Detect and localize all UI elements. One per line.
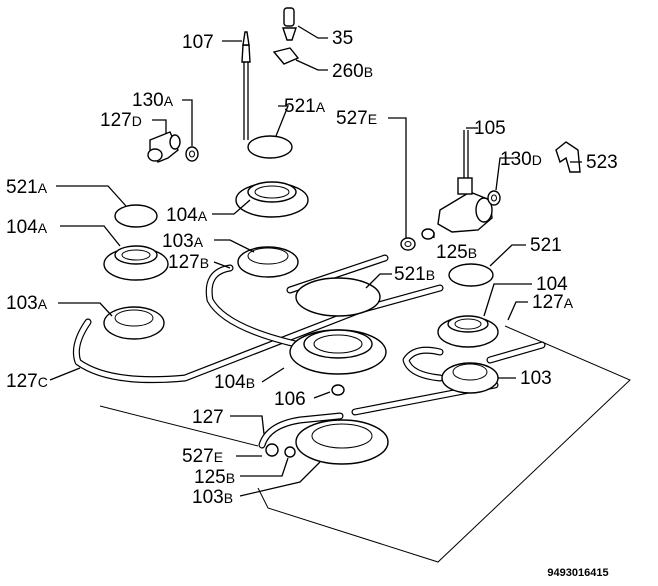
callout-521a-top: 521A [284, 96, 326, 117]
spark-plug-part [282, 7, 297, 41]
diagram-code: 9493016415 [547, 567, 608, 579]
callout-104: 104 [536, 274, 568, 295]
callout-125b-top: 125B [436, 242, 477, 263]
large-burner-body-part [295, 419, 389, 465]
nut-part-bottom [265, 443, 279, 457]
burner-cap-part-left [114, 204, 158, 228]
callout-104a-left: 104A [6, 217, 48, 238]
callout-523: 523 [586, 152, 618, 173]
callout-127d: 127D [100, 110, 142, 131]
callout-35: 35 [332, 28, 353, 49]
burner-cap-part [247, 135, 293, 159]
callout-130a: 130A [132, 90, 174, 111]
washer-part-right [487, 190, 501, 206]
burner-cap-part-right [448, 263, 494, 287]
callout-103a-left: 103A [6, 293, 48, 314]
callout-127: 127 [192, 407, 224, 428]
burner-crown-part [235, 181, 309, 218]
gas-valve-part [437, 130, 493, 233]
callout-106: 106 [274, 389, 306, 410]
callout-130d: 130D [500, 149, 542, 170]
callout-103: 103 [520, 368, 552, 389]
nut-part [400, 237, 416, 251]
bracket-part [555, 141, 581, 173]
callout-521b: 521B [394, 264, 435, 285]
callout-104a-mid: 104A [166, 205, 208, 226]
nozzle-part [421, 228, 435, 240]
callout-125b-bottom: 125B [194, 467, 235, 488]
callout-260b: 260B [332, 61, 373, 82]
callout-127a: 127A [532, 292, 574, 313]
large-burner-cap-part [295, 277, 381, 317]
clip-part [272, 47, 300, 65]
burner-crown-part-left [103, 245, 169, 281]
callout-105: 105 [474, 118, 506, 139]
callout-521a-left: 521A [6, 177, 48, 198]
washer-part [185, 146, 199, 162]
hob-frame-outline [99, 325, 631, 563]
burner-body-part-right [441, 362, 499, 394]
callout-103b: 103B [192, 487, 233, 508]
callout-527e-bottom: 527E [182, 446, 223, 467]
large-burner-crown-part [289, 329, 387, 375]
thermocouple-part [241, 31, 251, 140]
burner-crown-part-right [437, 315, 499, 348]
burner-body-part [237, 246, 299, 278]
injector-part [331, 384, 345, 396]
callout-521: 521 [530, 235, 562, 256]
elbow-fitting-part [147, 131, 181, 163]
burner-body-part-left [103, 306, 165, 340]
callout-103a-mid: 103A [162, 231, 204, 252]
nozzle-part-bottom [284, 446, 296, 458]
leader-lines [49, 25, 582, 497]
callout-527e-top: 527E [336, 108, 377, 129]
callout-107: 107 [182, 32, 214, 53]
callout-127b: 127B [168, 252, 209, 273]
callout-127c: 127C [6, 371, 48, 392]
callout-104b: 104B [214, 372, 255, 393]
